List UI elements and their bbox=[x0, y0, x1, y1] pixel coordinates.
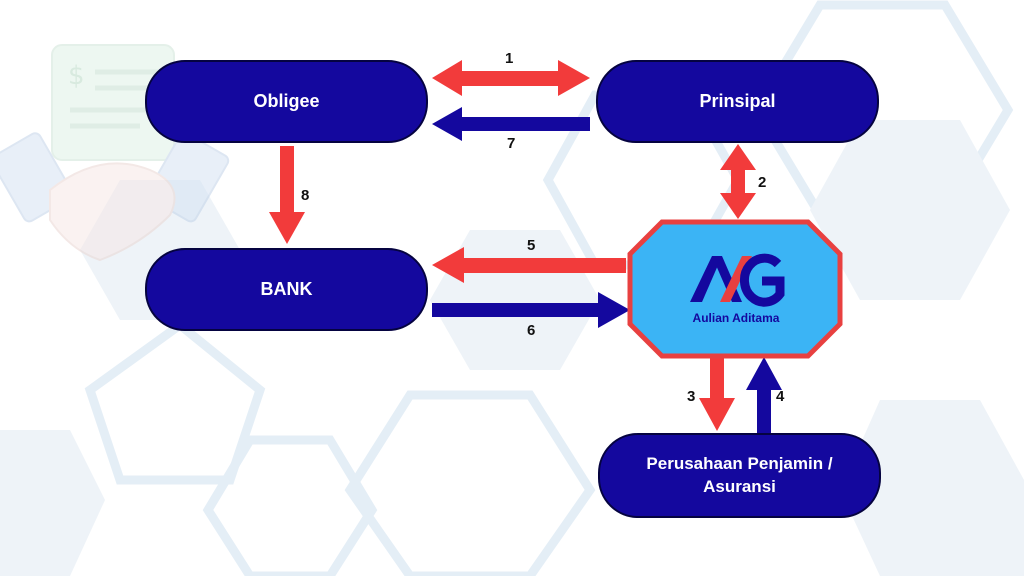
node-penjamin-label: Perusahaan Penjamin / Asuransi bbox=[646, 453, 833, 496]
step-label-2: 2 bbox=[758, 174, 767, 191]
node-obligee-label: Obligee bbox=[253, 91, 320, 112]
arrow-7 bbox=[432, 107, 590, 141]
handshake-icon: $ bbox=[0, 44, 230, 262]
step-label-4: 4 bbox=[776, 388, 785, 405]
node-obligee: Obligee bbox=[145, 60, 428, 143]
step-label-1: 1 bbox=[505, 50, 514, 67]
step-label-3: 3 bbox=[687, 388, 696, 405]
step-label-5: 5 bbox=[527, 237, 536, 254]
step-label-6: 6 bbox=[527, 322, 536, 339]
step-label-8: 8 bbox=[301, 187, 310, 204]
arrow-6 bbox=[432, 292, 630, 328]
node-bank-label: BANK bbox=[260, 279, 313, 300]
arrow-4 bbox=[746, 357, 782, 433]
node-prinsipal-label: Prinsipal bbox=[699, 91, 776, 112]
aulian-aditama-logo bbox=[627, 219, 843, 359]
svg-text:$: $ bbox=[68, 61, 85, 91]
step-label-7: 7 bbox=[507, 135, 516, 152]
node-prinsipal: Prinsipal bbox=[596, 60, 879, 143]
arrow-2 bbox=[720, 144, 756, 219]
arrow-5 bbox=[432, 247, 626, 283]
node-penjamin: Perusahaan Penjamin / Asuransi bbox=[598, 433, 881, 518]
node-bank: BANK bbox=[145, 248, 428, 331]
ag-logo-mark bbox=[690, 253, 785, 307]
arrow-1 bbox=[432, 60, 590, 96]
logo-name: Aulian Aditama bbox=[692, 311, 780, 325]
arrow-3 bbox=[699, 358, 735, 431]
arrow-8 bbox=[269, 146, 305, 244]
